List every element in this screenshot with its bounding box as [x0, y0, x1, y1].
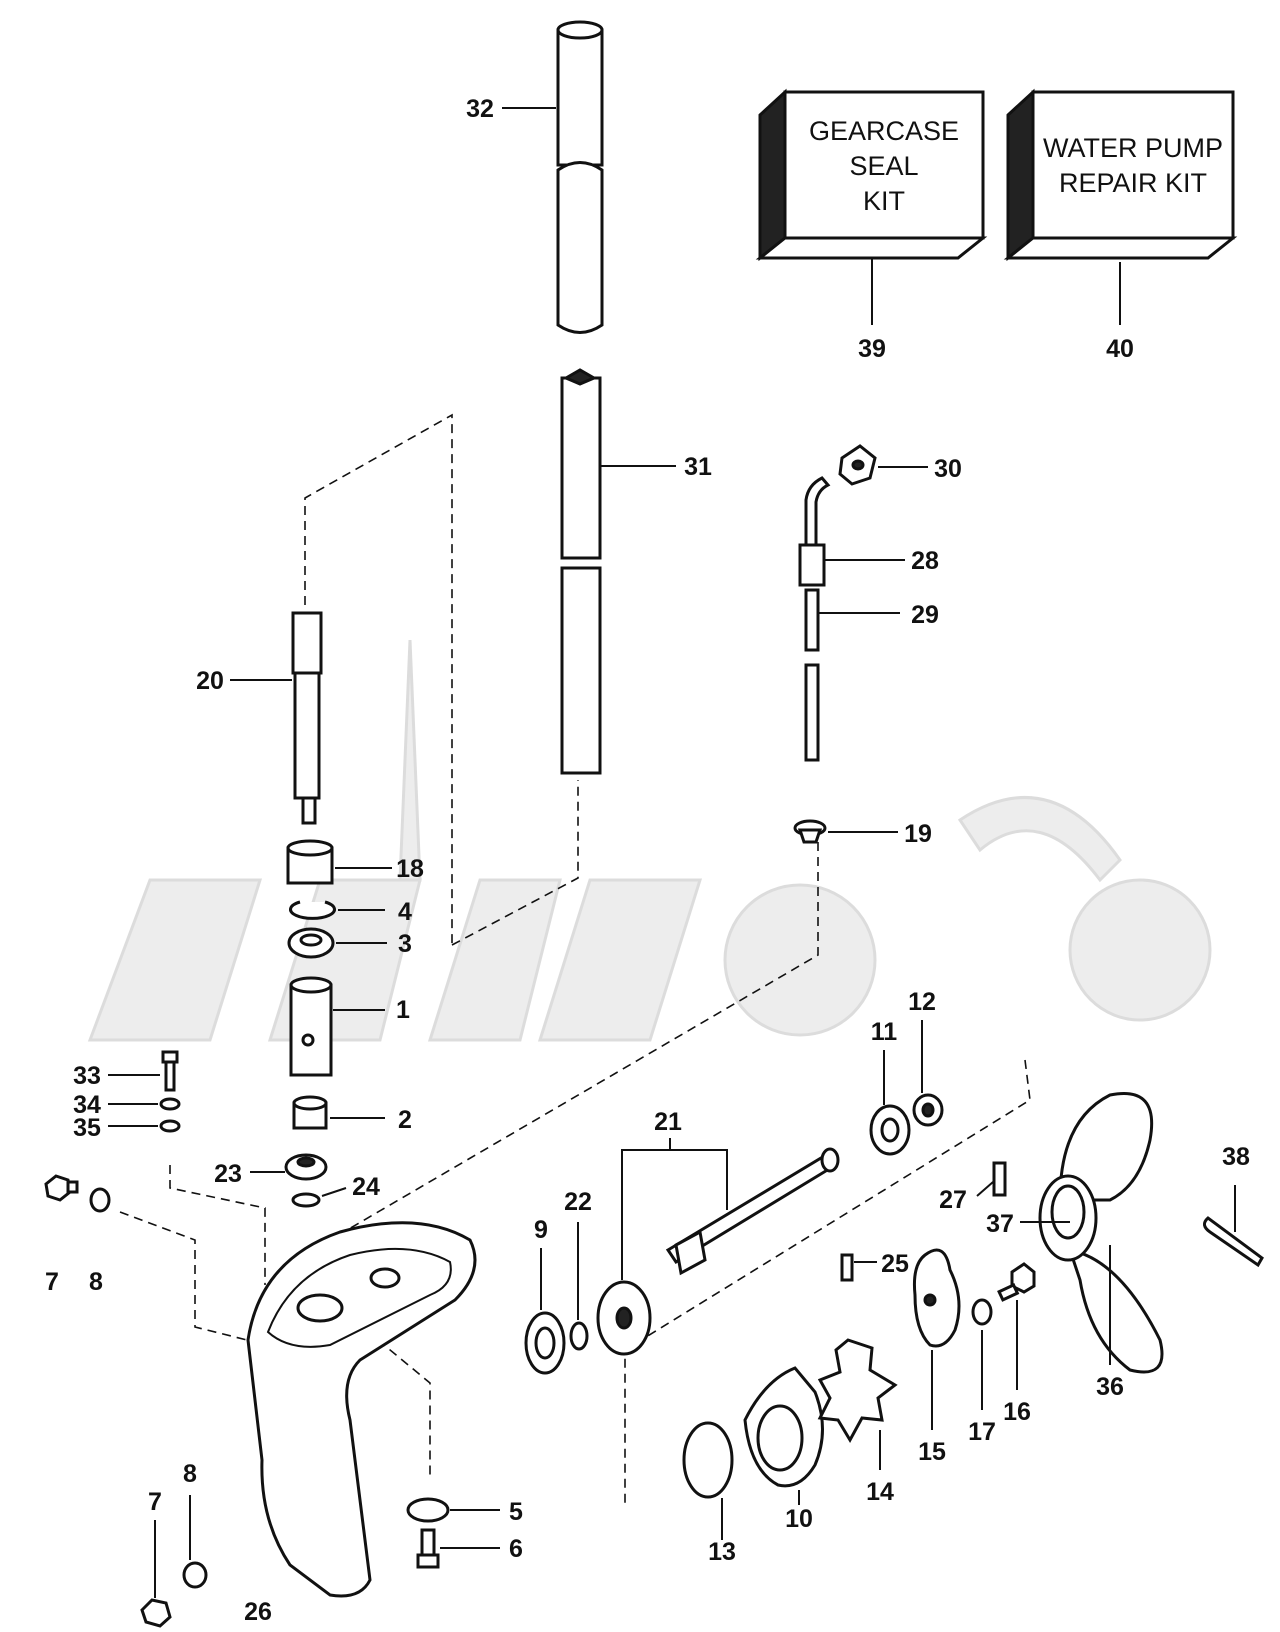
assembly-dashed-lines [119, 413, 1031, 1505]
callout-8-upper: 8 [89, 1268, 103, 1296]
part-16-screw: 16 [997, 1262, 1036, 1426]
part-6-screw: 6 [416, 1528, 523, 1569]
part-31-drive-shaft: 31 [560, 368, 712, 775]
kit-39-line-2: SEAL [849, 151, 918, 181]
callout-4: 4 [398, 898, 412, 926]
part-15-pump-cover: 15 [913, 1248, 961, 1466]
part-8-washer-upper: 8 [89, 1187, 111, 1296]
part-21-propeller-shaft-gear: 21 [596, 1108, 840, 1356]
callout-18: 18 [396, 855, 424, 883]
part-11-bearing: 11 [869, 1018, 911, 1156]
callout-30: 30 [934, 455, 962, 483]
callout-7-upper: 7 [45, 1268, 59, 1296]
part-5-spacer: 5 [406, 1497, 523, 1526]
part-33-screw: 33 [73, 1050, 179, 1092]
callout-16: 16 [1003, 1398, 1031, 1426]
part-9-bearing: 9 [524, 1216, 566, 1375]
callout-37: 37 [986, 1210, 1014, 1238]
callout-32: 32 [466, 95, 494, 123]
part-13-o-ring: 13 [682, 1421, 736, 1566]
part-18-bushing: 18 [286, 839, 424, 885]
callout-8-lower: 8 [183, 1460, 197, 1488]
callout-34: 34 [73, 1091, 101, 1119]
part-4-retaining-ring: 4 [289, 898, 412, 926]
callout-28: 28 [911, 547, 939, 575]
callout-12: 12 [908, 988, 936, 1016]
part-27-drive-pin: 27 [939, 1161, 1007, 1214]
callout-23: 23 [214, 1160, 242, 1188]
callout-25: 25 [881, 1250, 909, 1278]
part-14-impeller: 14 [817, 1338, 898, 1506]
callout-21: 21 [654, 1108, 682, 1136]
part-37-cushion-hub: 37 [986, 1210, 1070, 1238]
part-10-water-pump-housing: 10 [743, 1366, 824, 1533]
callout-9: 9 [534, 1216, 548, 1244]
part-1-drive-shaft-housing: 1 [289, 976, 410, 1077]
callout-26: 26 [244, 1598, 272, 1626]
callout-33: 33 [73, 1062, 101, 1090]
kit-39-line-3: KIT [863, 186, 905, 216]
callout-31: 31 [684, 453, 712, 481]
part-20-pump-shaft: 20 [196, 611, 323, 825]
callout-35: 35 [73, 1114, 101, 1142]
callout-38: 38 [1222, 1143, 1250, 1171]
part-19-grommet: 19 [793, 819, 932, 848]
part-25-impeller-pin: 25 [840, 1250, 909, 1282]
part-29-water-tube: 29 [804, 476, 939, 762]
kit-40-line-1: WATER PUMP [1043, 133, 1223, 163]
part-38-cotter-pin: 38 [1203, 1143, 1264, 1268]
watermark-logo [87, 639, 1212, 1042]
callout-40: 40 [1106, 335, 1134, 363]
part-7-nut-upper: 7 [44, 1174, 79, 1296]
kit-40-line-2: REPAIR KIT [1059, 168, 1207, 198]
callout-11: 11 [871, 1018, 898, 1046]
part-34-washer: 34 [73, 1091, 181, 1119]
callout-24: 24 [352, 1173, 380, 1201]
callout-22: 22 [564, 1188, 592, 1216]
part-8-washer-lower: 8 [182, 1460, 208, 1589]
part-35-washer: 35 [73, 1114, 181, 1142]
kit-39-line-1: GEARCASE [809, 116, 959, 146]
callout-36: 36 [1096, 1373, 1124, 1401]
callout-39: 39 [858, 335, 886, 363]
callout-10: 10 [785, 1505, 813, 1533]
callout-13: 13 [708, 1538, 736, 1566]
callout-19: 19 [904, 820, 932, 848]
part-7-nut-lower: 7 [140, 1488, 172, 1628]
callout-1: 1 [396, 996, 410, 1024]
part-24-retaining-clip: 24 [291, 1173, 380, 1208]
part-28-grommet: 28 [798, 543, 939, 587]
callout-27: 27 [939, 1186, 967, 1214]
part-12-seal: 12 [908, 988, 944, 1127]
part-30-grommet: 30 [838, 444, 962, 486]
callout-2: 2 [398, 1106, 412, 1134]
callout-5: 5 [509, 1498, 523, 1526]
callout-15: 15 [918, 1438, 946, 1466]
part-22-thrust-washer: 22 [564, 1188, 592, 1351]
gearcase-seal-kit-box: GEARCASE SEAL KIT 39 [755, 88, 988, 363]
callout-20: 20 [196, 667, 224, 695]
callout-17: 17 [968, 1418, 996, 1446]
part-17-washer: 17 [968, 1298, 996, 1446]
part-36-propeller: 36 [1038, 1092, 1164, 1401]
part-23-pinion-gear: 23 [214, 1153, 328, 1188]
callout-14: 14 [866, 1478, 894, 1506]
part-32-exhaust-tube: 32 [466, 20, 604, 334]
callout-6: 6 [509, 1535, 523, 1563]
water-pump-repair-kit-box: WATER PUMP REPAIR KIT 40 [1003, 88, 1238, 363]
callout-29: 29 [911, 601, 939, 629]
callout-7-lower: 7 [148, 1488, 162, 1516]
part-3-seal: 3 [287, 927, 412, 959]
part-26-gearcase-housing: 26 [244, 1221, 477, 1626]
callout-3: 3 [398, 930, 412, 958]
part-2-bushing: 2 [292, 1095, 412, 1134]
